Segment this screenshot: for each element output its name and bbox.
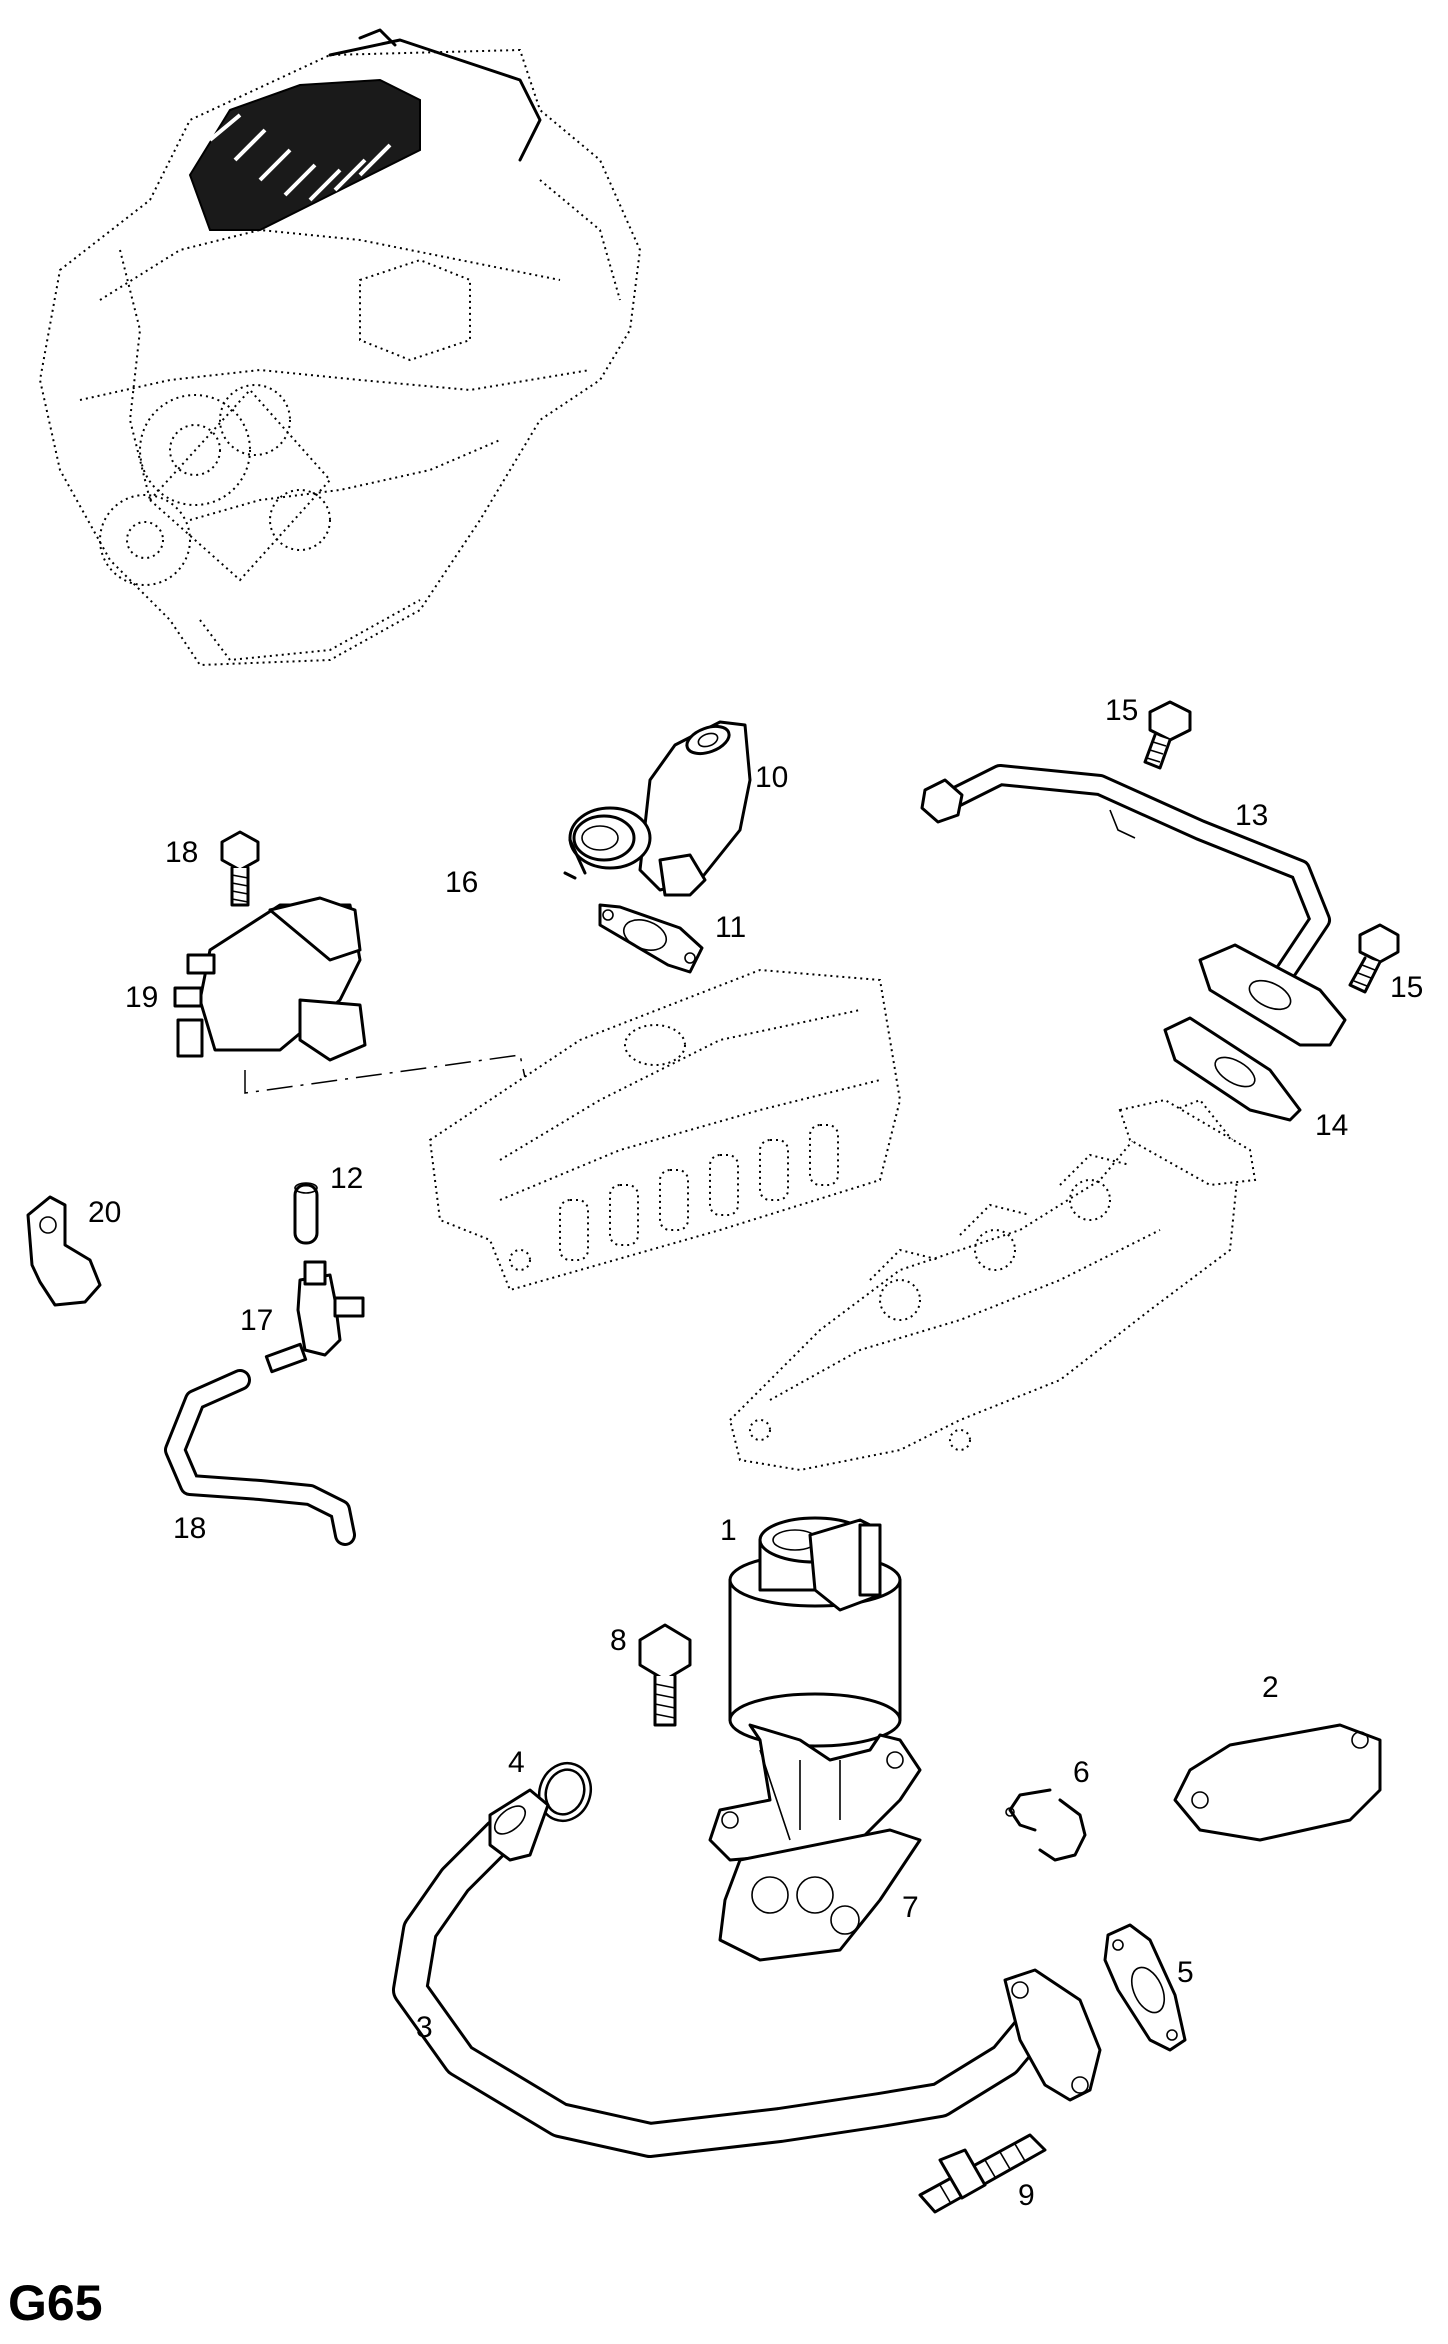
part-21-bracket-clip: [26, 1195, 102, 1307]
part-5-gasket: [1103, 1923, 1187, 2052]
exhaust-manifold-illustration: [728, 1098, 1257, 1472]
part-3-egr-tube: [392, 1788, 1102, 2158]
label-13: 13: [1235, 799, 1268, 832]
part-16-t-connector: [264, 1260, 365, 1374]
label-4: 4: [508, 1746, 525, 1779]
label-14: 14: [1315, 1109, 1348, 1142]
part-8-bolt: [638, 1623, 692, 1727]
callout-labels: 10 11 16 18 19 15 13 15 14 20 12 17 18 1…: [88, 694, 1423, 2212]
intake-manifold-illustration: [428, 968, 902, 1292]
part-4-o-ring: [537, 1761, 593, 1823]
label-3: 3: [416, 2011, 433, 2044]
page-code: G65: [8, 2275, 103, 2331]
label-8: 8: [610, 1624, 627, 1657]
part-11-gasket: [598, 903, 704, 974]
part-2-cover-plate: [1173, 1723, 1382, 1842]
engine-assembly-illustration: [38, 28, 642, 667]
label-15-lower: 15: [1390, 971, 1423, 1004]
label-5: 5: [1177, 1956, 1194, 1989]
label-16: 17: [240, 1304, 273, 1337]
label-18: 18: [173, 1512, 206, 1545]
part-15-bolt-upper: [1143, 700, 1192, 770]
part-1-egr-valve: [708, 1516, 922, 1862]
label-17: 16: [445, 866, 478, 899]
part-10-egr-elbow-valve: [563, 720, 752, 897]
part-18-hose: [164, 1369, 356, 1546]
label-12: 12: [330, 1162, 363, 1195]
label-9: 9: [1018, 2179, 1035, 2212]
part-9-stud-bolt: [918, 2133, 1047, 2214]
part-20-solenoid-valve: [173, 896, 367, 1062]
label-11: 11: [715, 911, 746, 944]
label-7: 7: [902, 1891, 919, 1924]
part-15-bolt-lower: [1348, 923, 1400, 994]
label-21: 20: [88, 1196, 121, 1229]
part-19-bolt: [220, 830, 260, 907]
label-20: 19: [125, 981, 158, 1014]
part-17-hose: [383, 884, 559, 991]
part-12-tube: [293, 1182, 319, 1245]
part-14-gasket: [1163, 1016, 1302, 1122]
label-6: 6: [1073, 1756, 1090, 1789]
part-7-gasket: [718, 1828, 922, 1962]
label-15-upper: 15: [1105, 694, 1138, 727]
label-1: 1: [720, 1514, 737, 1547]
part-13-egr-pipe: [920, 764, 1347, 1047]
solenoid-connection-line: [244, 1054, 531, 1101]
label-2: 2: [1262, 1671, 1279, 1704]
label-10: 10: [755, 761, 788, 794]
part-6-spring-clip: [1005, 1788, 1087, 1862]
label-19: 18: [165, 836, 198, 869]
